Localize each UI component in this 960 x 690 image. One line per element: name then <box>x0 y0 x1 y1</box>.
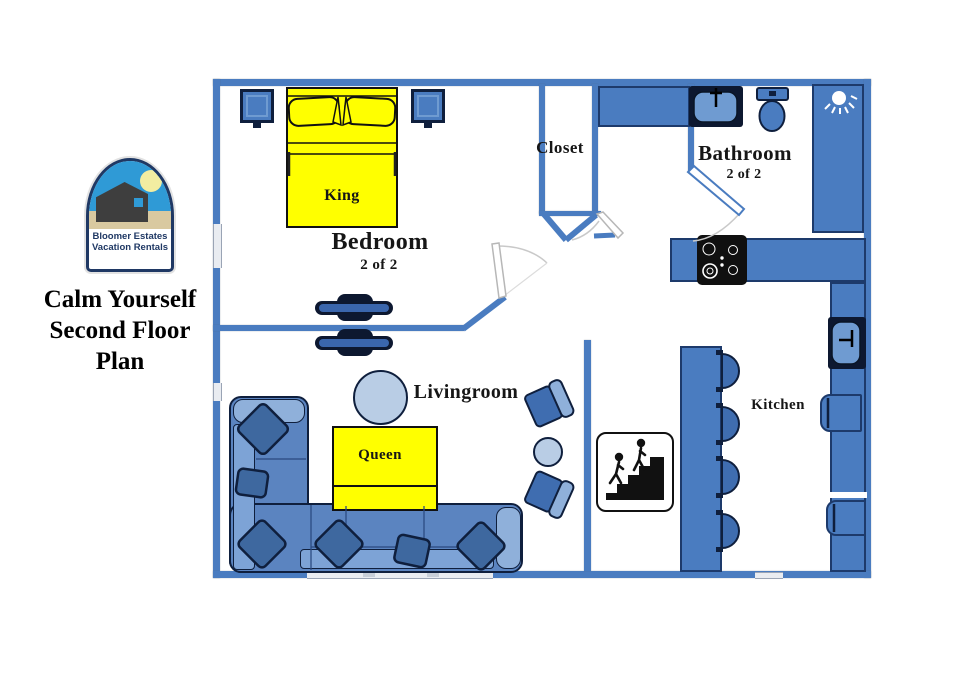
nightstand-left <box>240 89 274 123</box>
side-table <box>533 437 563 467</box>
bedroom-door <box>491 242 548 299</box>
bloomer-estates-logo: Bloomer Estates Vacation Rentals <box>86 158 174 272</box>
title-line-2: Second Floor <box>49 317 191 344</box>
window-left-livingroom <box>213 383 222 401</box>
armchair-bottom <box>524 470 575 519</box>
tv-bedroom <box>315 294 393 321</box>
window-tick-2 <box>427 572 439 577</box>
logo-scene <box>89 161 171 229</box>
closet-door <box>571 211 625 241</box>
stove <box>697 235 747 285</box>
wall-closet-bottom <box>539 211 601 216</box>
window-bottom-kitchen <box>755 572 783 579</box>
shower <box>812 84 864 233</box>
sofa-armrest-right <box>496 507 521 569</box>
sofa-armrest-top <box>233 399 305 423</box>
wall-stairwell <box>584 340 591 571</box>
figure-up-body <box>632 446 647 472</box>
wall-bathroom-left <box>688 84 694 172</box>
wall-closet-left <box>539 84 545 214</box>
nightstand-right-top <box>417 95 439 117</box>
wall-right <box>864 79 871 578</box>
wall-closet-right <box>592 84 598 214</box>
counter-gap <box>829 492 867 498</box>
round-table <box>353 370 408 425</box>
logo-line-2: Vacation Rentals <box>91 242 169 253</box>
logo-line-1: Bloomer Estates <box>92 231 168 242</box>
bathroom-sub-label: 2 of 2 <box>726 167 762 182</box>
wall-bottom <box>213 571 871 578</box>
bathroom-sink <box>689 86 743 127</box>
sofa-backrest-bottom <box>300 549 494 569</box>
wall-bedroom-livingroom <box>213 325 464 331</box>
nightstand-left-handle <box>253 123 261 128</box>
sun-icon <box>140 170 162 192</box>
queen-bed-footband <box>334 485 436 507</box>
figure-up-head <box>636 438 646 448</box>
window-tick-1 <box>363 572 375 577</box>
figure-down-head <box>614 452 624 462</box>
plan-title: Calm Yourself Second Floor Plan <box>18 284 222 377</box>
window-left-bedroom <box>213 224 222 268</box>
kitchen-appliance-lower <box>826 500 866 536</box>
house-icon <box>96 182 148 222</box>
kitchen-label: Kitchen <box>751 397 805 413</box>
king-bed-label: King <box>324 187 360 204</box>
bedroom-label: Bedroom <box>331 229 429 255</box>
nightstand-right-handle <box>424 123 432 128</box>
queen-bed-label: Queen <box>358 447 402 463</box>
bathroom-label: Bathroom <box>698 141 792 165</box>
nightstand-right <box>411 89 445 123</box>
toilet <box>756 87 789 132</box>
tv-livingroom <box>315 329 393 356</box>
stairs-pictogram <box>606 438 664 500</box>
kitchen-appliance-upper <box>820 394 862 432</box>
wall-top <box>213 79 871 86</box>
title-line-1: Calm Yourself <box>43 286 197 313</box>
logo-text: Bloomer Estates Vacation Rentals <box>89 231 171 253</box>
stairs-icon <box>596 432 674 512</box>
kitchen-island <box>680 346 722 572</box>
closet-label: Closet <box>536 138 584 157</box>
window-bottom-livingroom <box>307 572 493 579</box>
armchair-top <box>524 379 575 428</box>
diagonal-walls <box>461 211 616 332</box>
title-line-3: Plan <box>95 348 145 375</box>
nightstand-left-top <box>246 95 268 117</box>
livingroom-label: Livingroom <box>413 381 519 403</box>
sofa-backrest-left <box>233 424 255 570</box>
closet-vanity-counter <box>598 86 690 127</box>
king-bed <box>286 87 398 228</box>
figure-down-body <box>608 460 625 485</box>
bedroom-sub-label: 2 of 2 <box>360 257 398 273</box>
queen-bed <box>332 426 438 511</box>
house-window <box>134 198 143 207</box>
